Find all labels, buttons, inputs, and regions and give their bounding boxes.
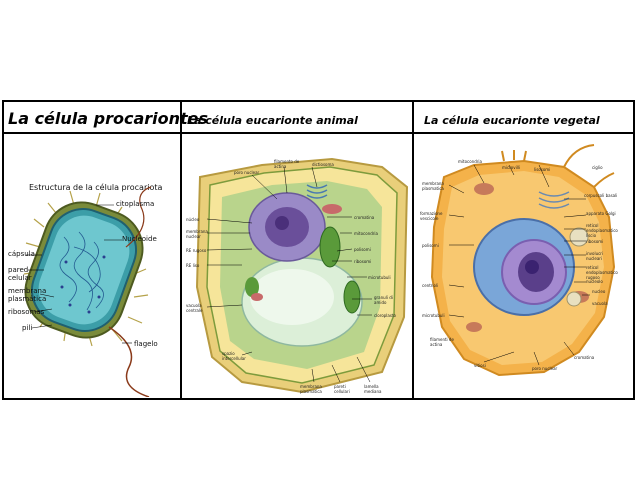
label-reticolo-rugoso: reticol endoplasmatico rugoso — [586, 265, 626, 280]
label-capsula: cápsula — [8, 250, 35, 258]
label-membrana-plasmatica: membrana plasmática — [8, 287, 48, 303]
label-nucleo: nucleo — [592, 289, 605, 294]
label-formazione-vescicole: formazione vescicole — [420, 211, 448, 221]
prokaryote-panel: Estructura de la célula procariota — [4, 137, 180, 397]
label-microtubuli: microtubuli — [422, 313, 445, 318]
plant-cell-panel: mitocondria microvilli lisosomi ciglio m… — [414, 137, 634, 397]
label-apparato-golgi: apparato Golgi — [586, 211, 616, 216]
label-flagelo: flagelo — [134, 340, 158, 348]
label-vacuola: vacuola — [592, 301, 608, 306]
label-ribosomas: ribosomas — [8, 308, 44, 316]
label-vitiosi: vitiosi — [474, 363, 486, 368]
label-polisomi: polisomi — [354, 247, 371, 252]
title-plant-cell: La célula eucarionte vegetal — [424, 114, 600, 127]
label-ciglio: ciglio — [592, 165, 603, 170]
label-re-rugoso: RE rugoso — [186, 248, 206, 253]
label-membrana-nuclear: membrana nuclear — [186, 229, 210, 239]
label-membrana-plasmatica: membrana plasmatica — [300, 384, 330, 394]
label-polisomi: polisomi — [422, 243, 439, 248]
label-corpuscoli-basali: corpuscoli basali — [584, 193, 617, 198]
label-lisosomi: lisosomi — [534, 167, 550, 172]
label-ribosomi: ribosomi — [354, 259, 371, 264]
label-mitocondria: mitocondria — [354, 231, 378, 236]
label-filamento-actina: filamento de actina — [274, 159, 300, 169]
label-vacuola-centrale: vacuola centrale — [186, 303, 208, 313]
label-microvilli: microvilli — [502, 165, 520, 170]
label-pareti-cellulari: pareti cellulari — [334, 384, 354, 394]
label-reticolo-liscio: reticol endoplasmatico liscio — [586, 223, 626, 238]
label-filamenti-actina: filamenti de actina — [430, 337, 456, 347]
label-poro-nuclear: poro nuclear — [532, 366, 557, 371]
label-pared-celular: pared celular — [8, 266, 44, 282]
animal-cell-panel: poro nuclear filamento de actina dictios… — [182, 137, 412, 397]
label-centrioli: centrioli — [422, 283, 438, 288]
label-membrana-plasmatica: membrana plasmatica — [422, 181, 448, 191]
label-lamella-mediana: lamella mediana — [364, 384, 386, 394]
animal-cell-illustration — [182, 137, 412, 397]
label-cromatina: cromatina — [574, 355, 594, 360]
label-involucri-nucleari: involucri nucleari — [586, 251, 616, 261]
title-animal-cell: La célula eucarionte animal — [187, 114, 358, 127]
label-re-liso: RE liso — [186, 263, 199, 268]
label-nucleo: núcleo — [186, 217, 199, 222]
label-cromatina: cromatina — [354, 215, 374, 220]
label-nucleoide: Nucleoide — [122, 235, 157, 243]
label-pili: pili — [22, 324, 32, 332]
label-poro-nuclear: poro nuclear — [234, 170, 259, 175]
title-prokaryote: La célula procariontes — [8, 109, 208, 128]
label-mitocondria: mitocondria — [458, 159, 482, 164]
label-microtubuli: microtubuli — [368, 275, 391, 280]
label-nucleolo: nucleolo — [586, 279, 603, 284]
label-cloroplasto: cloroplasto — [374, 313, 396, 318]
label-spazio-intercellular: spazio intercellular — [222, 351, 248, 361]
label-citoplasma: citoplasma — [116, 200, 154, 208]
label-granuli-amido: granuli di amido — [374, 295, 402, 305]
label-dictiosoma: dictiosoma — [312, 162, 334, 167]
label-ribosomi: ribosomi — [586, 239, 603, 244]
